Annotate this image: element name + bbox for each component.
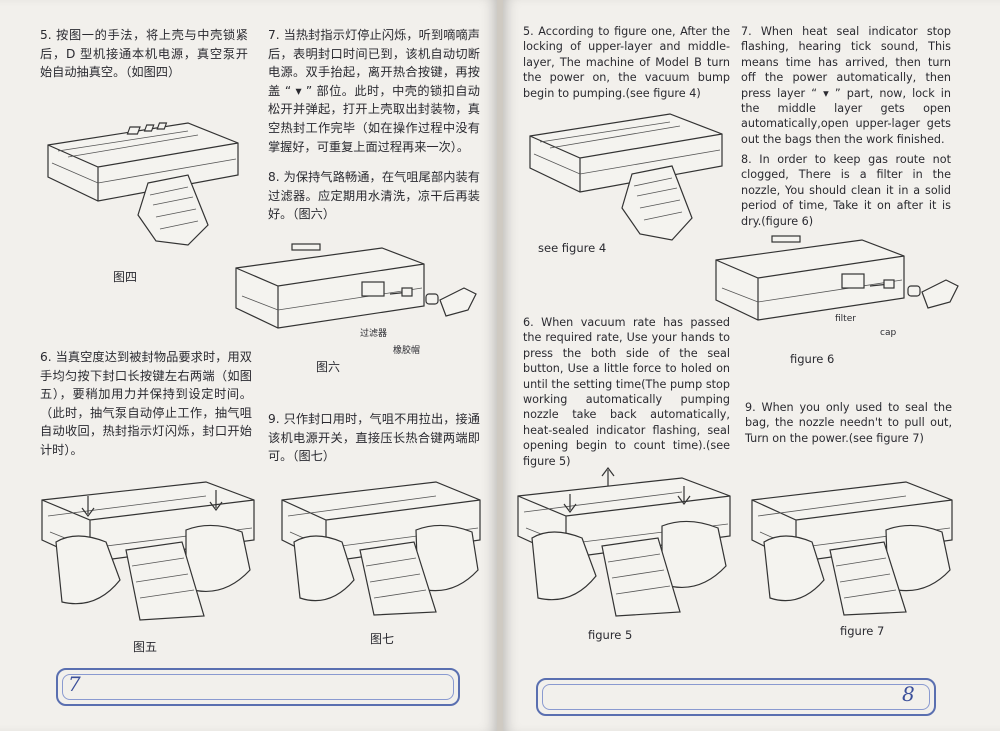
step5-zh-text: 5. 按图一的手法，将上壳与中壳锁紧后，D 型机接通本机电源，真空泵开始自动抽真… xyxy=(40,28,248,80)
step9-zh-text: 9. 只作封口用时，气咀不用拉出，接通该机电源开关，直接压长热合键两端即可。（图… xyxy=(268,412,480,464)
fig6-filter-label-en: filter xyxy=(835,314,856,324)
fig6-caption-en: figure 6 xyxy=(790,352,835,366)
fig7-caption-en: figure 7 xyxy=(840,624,885,638)
figure7-hands-pressing-illustration-right xyxy=(751,481,953,616)
fig4-caption-zh: 图四 xyxy=(113,270,138,284)
fig4-caption-en: see figure 4 xyxy=(538,241,607,255)
step7-zh-text: 7. 当热封指示灯停止闪烁，听到嘀嘀声后，表明封口时间已到，该机自动切断电源。双… xyxy=(268,28,480,154)
right-page xyxy=(503,0,1000,731)
step5-en-text: 5. According to figure one, After the lo… xyxy=(523,25,730,100)
fig6-cap-label-en: cap xyxy=(880,328,897,338)
book-gutter xyxy=(497,0,503,731)
fig6-cap-label-zh: 橡胶帽 xyxy=(393,346,421,356)
fig7-caption-zh: 图七 xyxy=(370,632,395,646)
step8-zh-text: 8. 为保持气路畅通，在气咀尾部内装有过滤器。应定期用水清洗，凉干后再装好。（图… xyxy=(268,170,480,222)
step8-en-text: 8. In order to keep gas route not clogge… xyxy=(741,153,951,228)
step6-zh-text: 6. 当真空度达到被封物品要求时，用双手均匀按下封口长按键左右两端（如图五），要… xyxy=(40,350,252,457)
page-number-left: 7 xyxy=(68,672,81,696)
fig6-caption-zh: 图六 xyxy=(316,360,341,374)
page-number-right: 8 xyxy=(902,682,915,706)
fig5-caption-zh: 图五 xyxy=(133,640,158,654)
figure4-sealer-illustration-left xyxy=(47,122,239,246)
figure4-sealer-illustration-right xyxy=(529,113,723,241)
figure5-hands-pressing-illustration-right xyxy=(517,467,731,617)
figure5-hands-pressing-illustration-left xyxy=(41,481,255,621)
fig5-caption-en: figure 5 xyxy=(588,628,633,642)
figure6-sealer-nozzle-illustration-left xyxy=(235,243,477,329)
step7-en-text: 7. When heat seal indicator stop flashin… xyxy=(741,25,951,146)
figure7-hands-pressing-illustration-left xyxy=(281,481,481,616)
step9-en-text: 9. When you only used to seal the bag, t… xyxy=(745,401,952,445)
step6-en-text: 6. When vacuum rate has passed the requi… xyxy=(523,316,730,468)
figure6-sealer-nozzle-illustration-right xyxy=(715,235,959,321)
page-number-frame-left xyxy=(56,668,460,706)
fig6-filter-label-zh: 过滤器 xyxy=(360,329,388,339)
page-number-frame-right xyxy=(536,678,936,716)
